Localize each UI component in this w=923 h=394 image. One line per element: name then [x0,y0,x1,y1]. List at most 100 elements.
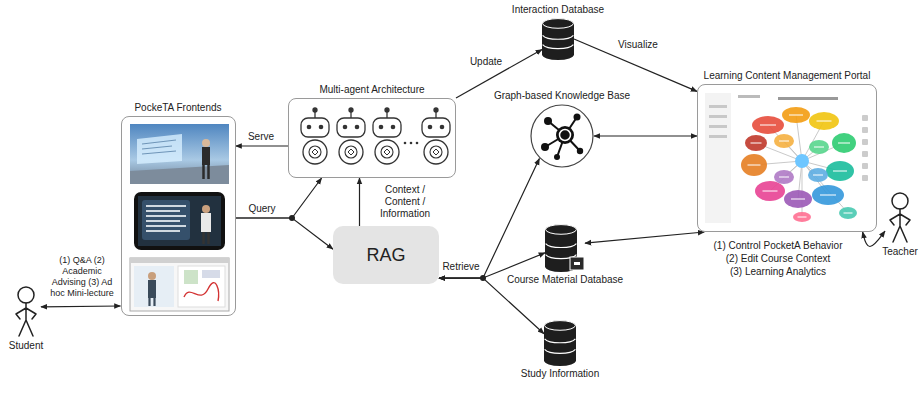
edge-label: Update [468,56,505,68]
mindmap-topic-mark [763,191,778,192]
panel-heading: Multi-agent Architecture [319,84,424,96]
chat-bubble [142,200,190,240]
robot-eye [355,125,360,130]
portal-panel: Learning Content Management Portal [697,70,877,232]
avatar-head [148,272,156,280]
graph-node [554,154,560,160]
robot-antenna-tip [434,108,438,112]
slide-figure [202,270,220,278]
mindmap-topic [745,135,767,151]
stick-figure [890,193,910,242]
cylinder-body [544,325,576,366]
icon-holder [11,286,41,338]
graph-hub [556,126,574,144]
chat-line [146,205,186,207]
icon-holder [545,224,585,272]
robot-icon [422,108,450,164]
avatar-legs [203,232,208,244]
node-illustration [885,192,915,244]
mindmap-topic-mark [789,115,803,116]
avatar-legs [149,298,154,306]
slide-figure [184,270,198,284]
tool-button [862,163,868,169]
figure-body [890,209,910,242]
chat-line [146,210,180,212]
database-label: Course Material Database [507,274,623,286]
mindmap-topic [782,107,810,123]
chat-line [146,220,180,222]
student-node: Student [9,286,44,352]
knowledge-base-label: Graph-based Knowledge Base [494,90,630,102]
database-node: Interaction Database [512,4,605,60]
mindmap-topic [809,140,829,154]
avatar-body [201,213,211,232]
connector [439,159,539,279]
connector [585,232,704,243]
robot-head [301,118,329,137]
knowledge-base-circle [531,105,593,167]
mindmap-topic-mark [748,165,761,166]
chat-line [146,230,180,232]
figure-head [18,287,34,303]
mindmap-topic [774,134,794,148]
mindmap-root [795,154,809,168]
robot-antenna-tip [313,108,317,112]
figure-head [892,193,908,209]
robot-eye [343,125,348,130]
node-illustration [289,99,457,179]
sidebar [705,93,731,223]
function-note: (2) Edit Course Context [724,253,833,265]
box-icon-lid [574,262,580,265]
box-label: RAG [366,244,405,266]
database-label: Interaction Database [512,4,604,16]
window-bar [130,258,229,263]
figure-body [16,303,36,336]
mindmap-topic-mark [817,121,832,122]
edge-label: Query [246,203,278,215]
node-illustration [11,286,41,338]
mindmap-link [802,161,803,217]
avatar-body [202,147,210,165]
box-icon [570,257,584,270]
edge-label: Retrieve [440,261,482,273]
cylinder-band [546,244,577,248]
vr-screenshot [130,124,229,184]
robot-head [422,118,450,137]
chat-line [146,225,186,227]
robot-icon [373,108,401,164]
mindmap-topic [832,133,856,153]
function-note: (3) Learning Analytics [728,266,828,278]
avatar-legs [203,165,208,179]
tool-button [862,115,868,121]
panel-outline [697,84,877,232]
mindmap-topic [752,116,784,134]
mindmap-topic-mark [833,171,847,172]
graph-hub-ring [560,130,571,141]
node-illustration [545,224,585,272]
junction-dot [480,275,486,281]
video-panel [134,266,174,307]
graph-node [574,114,581,121]
mindmap-topic [808,168,828,182]
connector [236,145,289,146]
cylinder-band [545,349,576,353]
stick-figure [16,287,36,336]
cylinder-top [546,225,577,235]
mindmap-topic [784,190,812,208]
node-illustration [542,18,574,60]
connector [41,305,121,307]
robot-eye [319,125,324,130]
robot-eye [428,125,433,130]
connector [236,178,322,218]
robot-eye [379,125,384,130]
mindmap-topic [793,212,811,222]
mindmap-topic-mark [844,213,853,214]
sidebar-item [709,105,727,108]
panel-heading: Learning Content Management Portal [704,70,871,82]
connector [359,178,360,226]
robot-eye [307,125,312,130]
robot-body [424,140,448,164]
frontend-panel: PockeTA Frontends [121,102,236,316]
edge-label: (1) Q&A (2) Academic Advising (3) Ad hoc… [46,255,118,299]
